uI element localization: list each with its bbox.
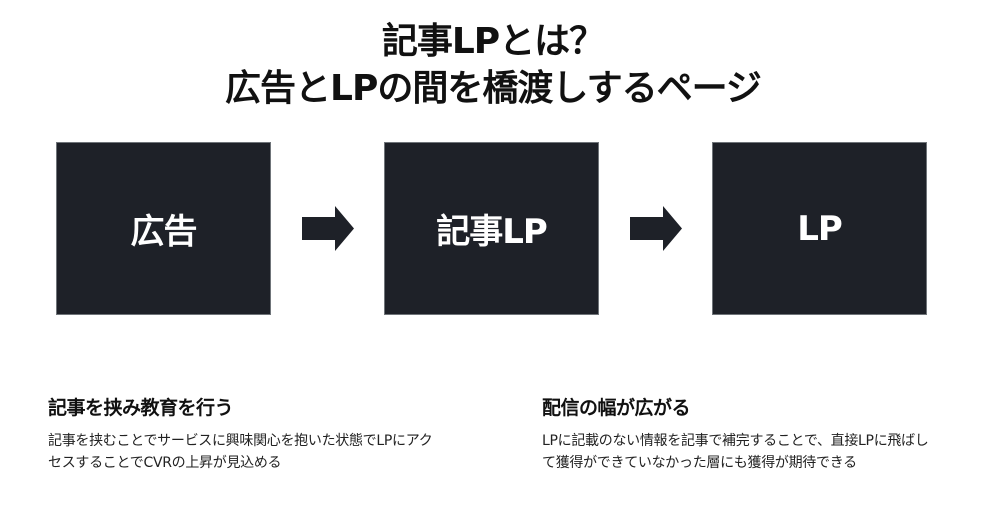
page-title-line2: 広告とLPの間を橋渡しするページ (225, 68, 762, 109)
section-body-reach: LPに記載のない情報を記事で補完することで、直接LPに飛ばして獲得ができていなか… (542, 433, 929, 471)
section-body-education: 記事を挟むことでサービスに興味関心を抱いた状態でLPにアクセスすることでCVRの… (48, 433, 433, 471)
section-heading-reach: 配信の幅が広がる (542, 397, 691, 419)
right-arrow-icon (302, 206, 354, 251)
page-title-line1: 記事LPとは？ (381, 21, 605, 62)
section-heading-education: 記事を挟み教育を行う (48, 397, 234, 419)
flow-step-article-lp: 記事LP (384, 142, 599, 315)
right-arrow-icon (630, 206, 682, 251)
flow-step-label: 広告 (130, 212, 198, 252)
flow-step-label: LP (797, 208, 843, 249)
flow-step-label: 記事LP (436, 212, 548, 252)
flow-step-ad: 広告 (56, 142, 271, 315)
flow-step-lp: LP (712, 142, 927, 315)
